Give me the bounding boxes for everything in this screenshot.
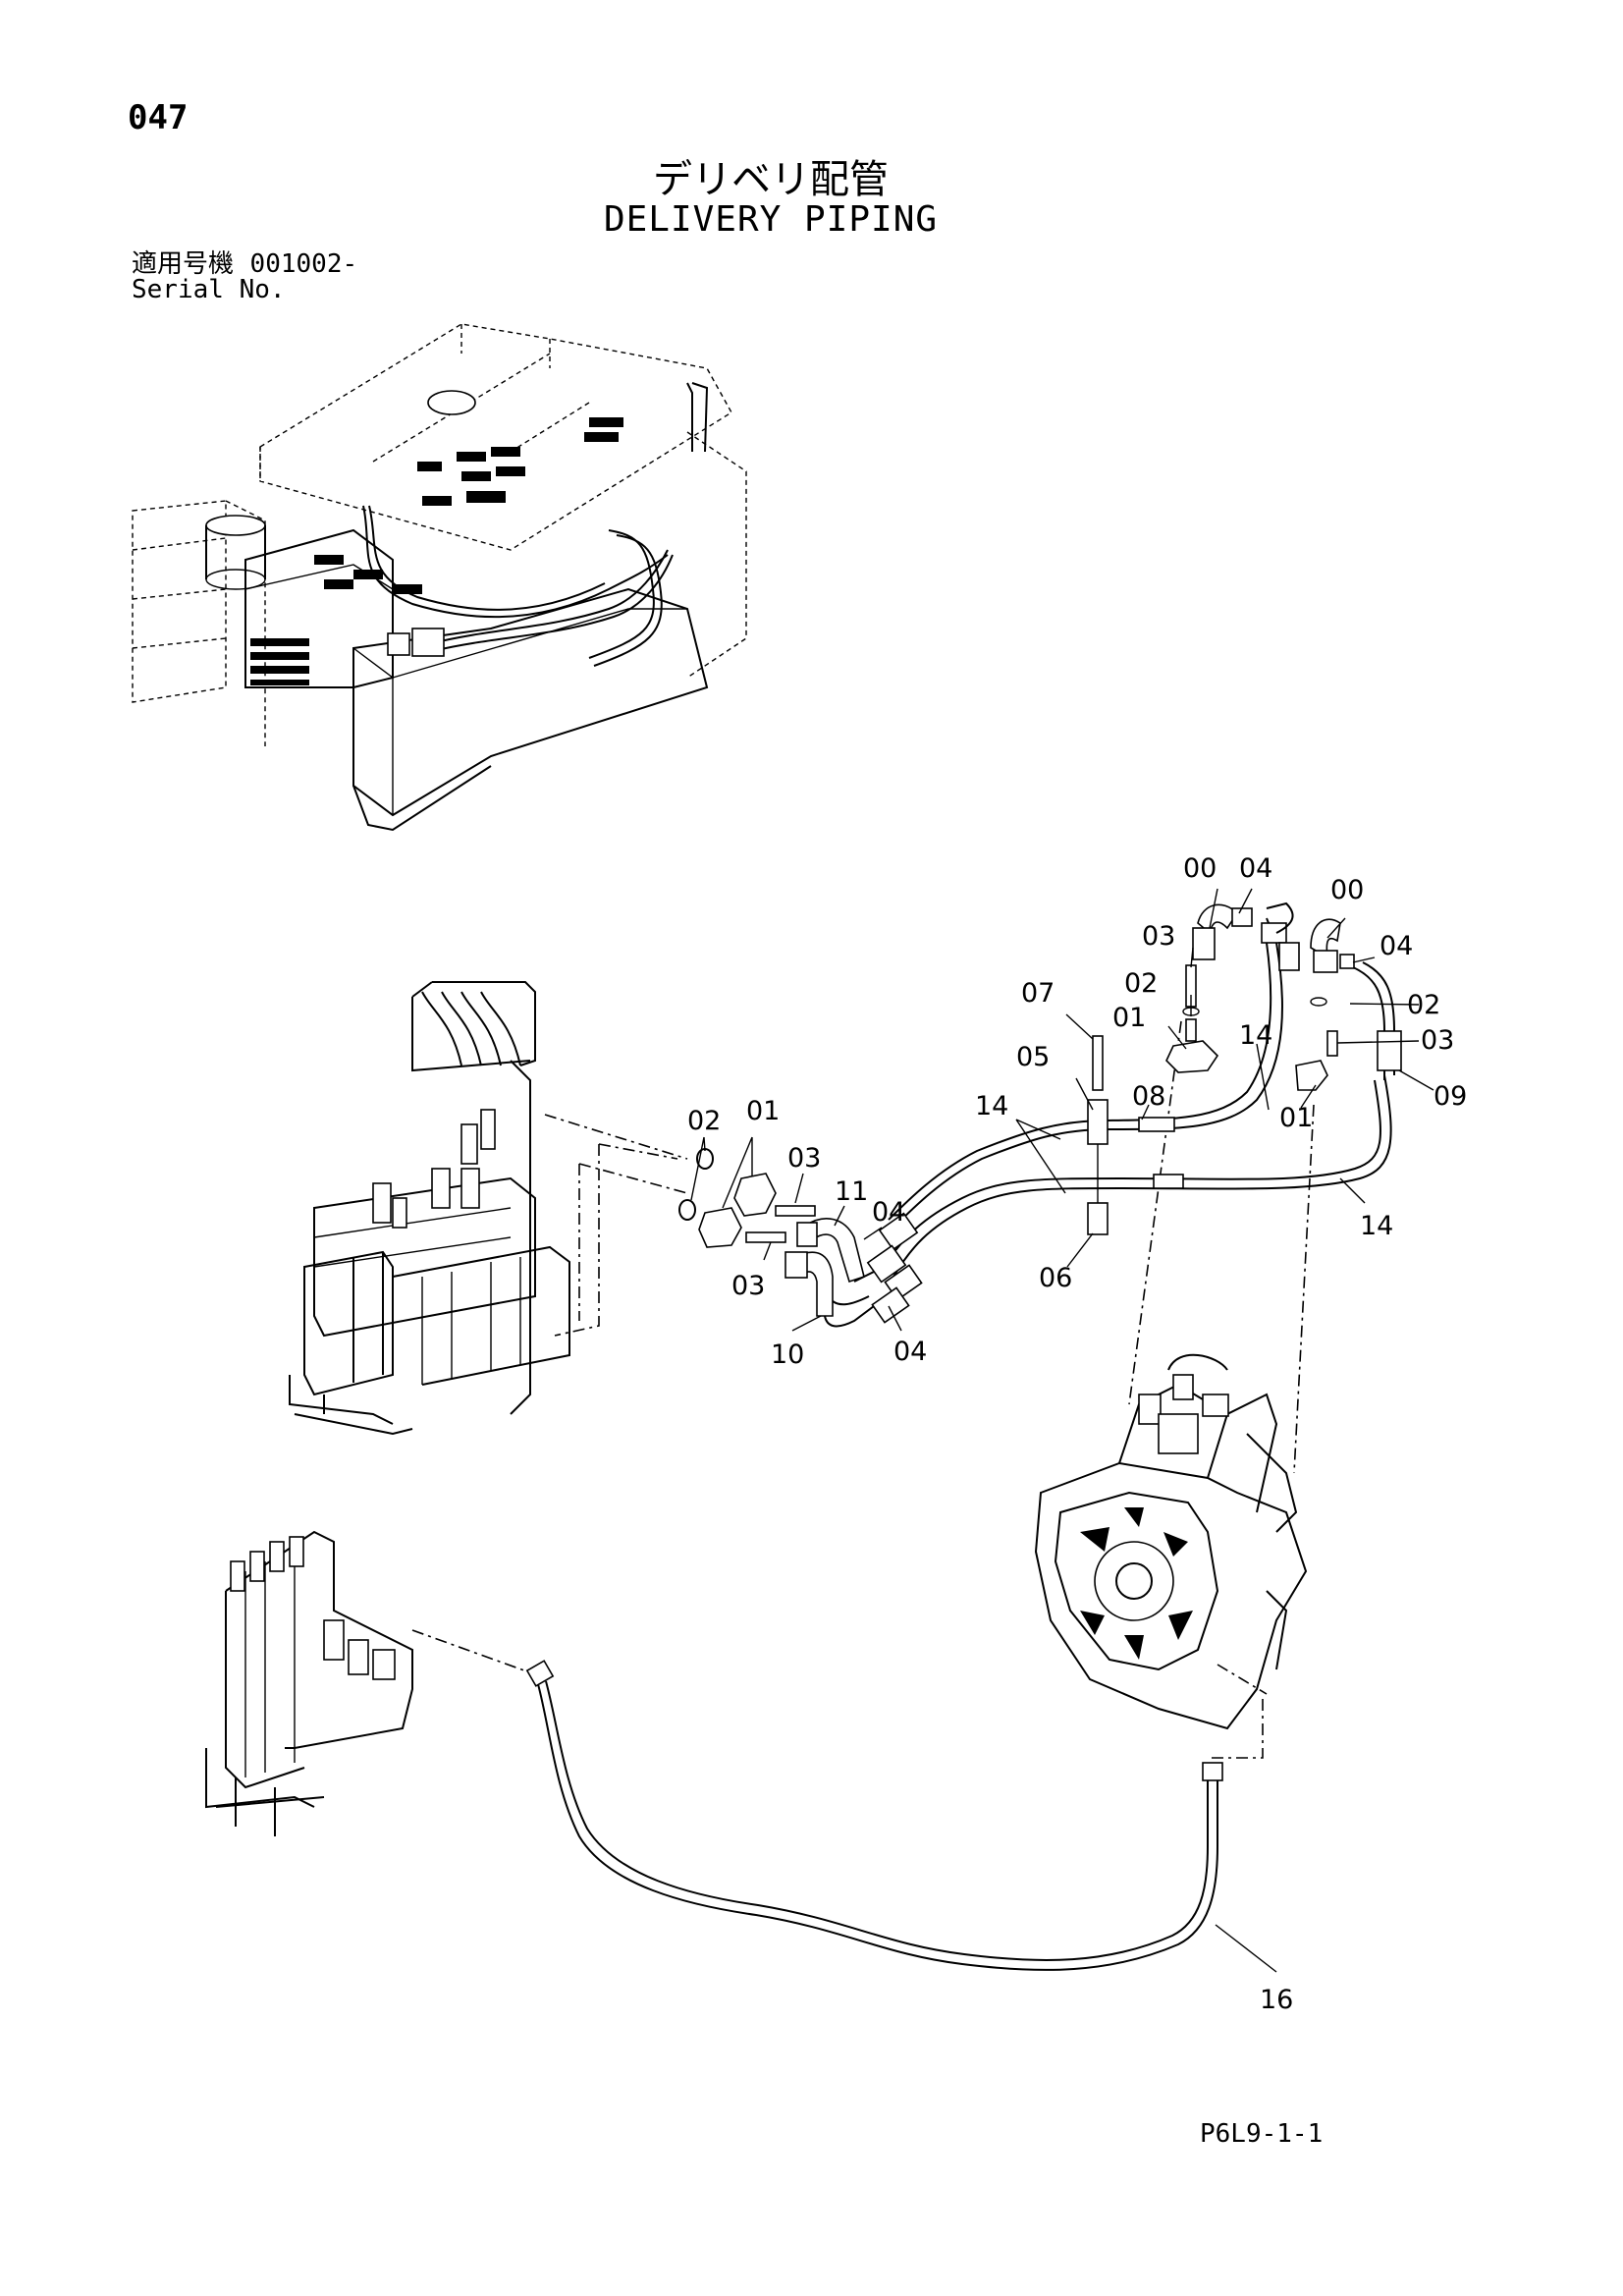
callout-08: 08 — [1132, 1081, 1165, 1112]
callout-04: 04 — [1380, 931, 1413, 961]
callout-04: 04 — [893, 1337, 927, 1367]
leader-lines — [690, 888, 1434, 1973]
callout-01: 01 — [746, 1096, 780, 1126]
callout-03: 03 — [1421, 1025, 1454, 1056]
serial-value: 001002- — [249, 249, 358, 279]
callout-14: 14 — [1239, 1020, 1272, 1051]
callout-03: 03 — [1142, 921, 1175, 952]
callout-06: 06 — [1039, 1263, 1072, 1293]
serial-label-jp: 適用号機 — [132, 249, 235, 279]
callout-01: 01 — [1112, 1003, 1146, 1033]
page-number: 047 — [128, 98, 189, 137]
delivery-hoses — [678, 902, 1402, 1328]
callout-09: 09 — [1434, 1081, 1467, 1112]
callout-02: 02 — [687, 1106, 721, 1136]
lower-valve-illustration — [205, 1530, 1223, 1971]
callout-01: 01 — [1279, 1103, 1313, 1133]
callout-07: 07 — [1021, 978, 1055, 1009]
callout-05: 05 — [1016, 1042, 1050, 1072]
machine-overview-illustration — [132, 323, 747, 832]
callout-03: 03 — [787, 1143, 821, 1174]
callout-11: 11 — [835, 1176, 868, 1207]
callout-14: 14 — [1360, 1211, 1393, 1241]
callout-02: 02 — [1407, 990, 1440, 1020]
title-english: DELIVERY PIPING — [603, 199, 939, 240]
title-japanese: デリベリ配管 — [653, 157, 889, 202]
callout-10: 10 — [771, 1339, 804, 1370]
serial-block: 適用号機 001002- Serial No. — [132, 251, 357, 302]
serial-label-en: Serial No. — [132, 275, 286, 304]
callout-16: 16 — [1260, 1985, 1293, 2015]
callout-00: 00 — [1330, 875, 1364, 905]
pump-illustration — [1034, 1020, 1315, 1768]
callout-02: 02 — [1124, 968, 1158, 999]
callout-04: 04 — [872, 1197, 905, 1228]
callout-00: 00 — [1183, 853, 1217, 884]
callout-04: 04 — [1239, 853, 1272, 884]
drawing-code: P6L9-1-1 — [1200, 2119, 1324, 2149]
callout-03: 03 — [731, 1271, 765, 1301]
callout-14: 14 — [975, 1091, 1008, 1121]
control-valve-illustration — [289, 981, 688, 1436]
callout-labels: 00 04 00 03 04 02 07 02 01 03 14 05 09 0… — [687, 853, 1467, 2015]
